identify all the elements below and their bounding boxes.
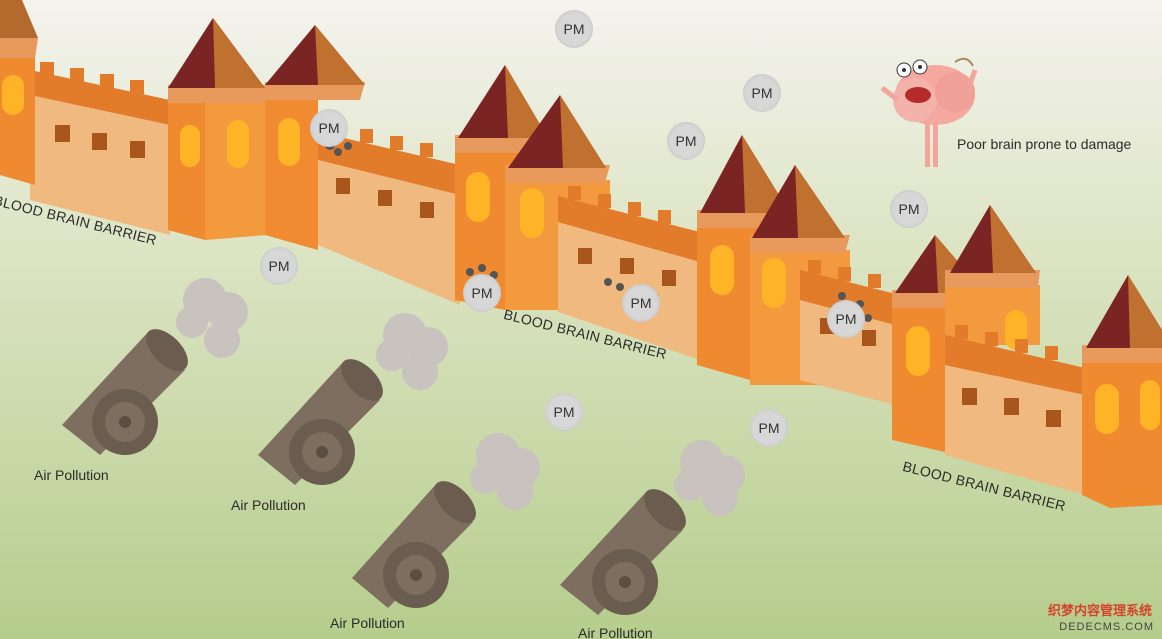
cannon-label: Air Pollution [330, 615, 405, 631]
cannon-2 [258, 313, 448, 485]
pm-particle: PM [260, 247, 298, 285]
wall-segment-5 [945, 325, 1085, 495]
watermark-domain: DEDECMS.COM [1059, 621, 1154, 633]
tower-1 [0, 0, 38, 185]
tower-10 [1082, 275, 1162, 508]
watermark-chinese: 织梦内容管理系统 [1047, 603, 1152, 618]
pm-particle: PM [555, 10, 593, 48]
brain-character [880, 57, 978, 167]
pm-particle: PM [310, 109, 348, 147]
pm-particle: PM [622, 284, 660, 322]
cannon-label: Air Pollution [578, 625, 653, 639]
cannon-3 [352, 433, 540, 608]
pm-particle: PM [545, 393, 583, 431]
pm-particle: PM [463, 274, 501, 312]
cannon-label: Air Pollution [231, 497, 306, 513]
wall-segment-1 [30, 62, 170, 235]
pm-particle: PM [743, 74, 781, 112]
cannon-4 [560, 440, 745, 615]
pm-particle: PM [890, 190, 928, 228]
cannon-label: Air Pollution [34, 467, 109, 483]
tower-3 [265, 25, 365, 250]
pm-particle: PM [827, 300, 865, 338]
cannon-1 [62, 278, 248, 455]
wall-segment-2 [318, 122, 460, 305]
tower-2 [168, 18, 265, 240]
brain-caption: Poor brain prone to damage [957, 136, 1132, 152]
pm-particle: PM [667, 122, 705, 160]
pm-particle: PM [750, 409, 788, 447]
